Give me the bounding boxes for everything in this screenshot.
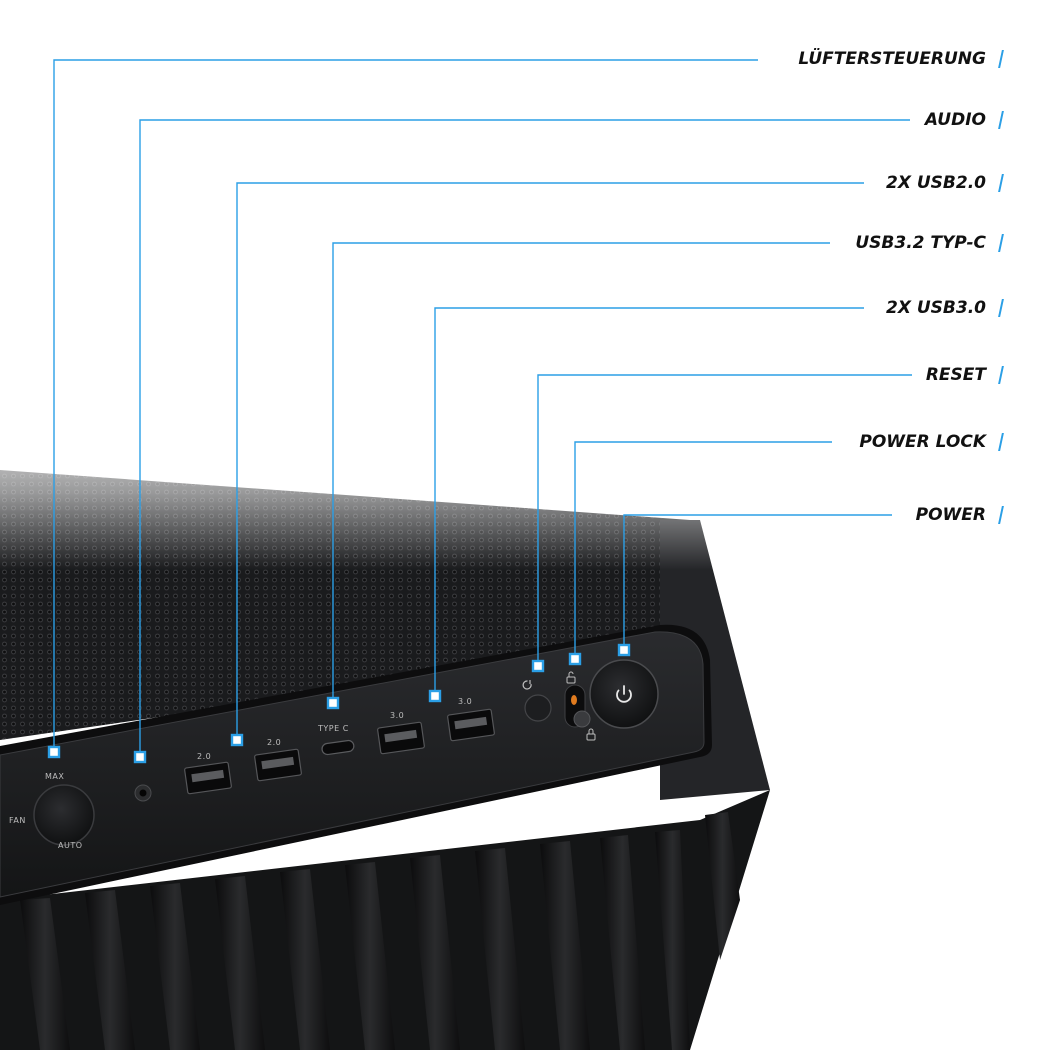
- callout-audio: AUDIO: [925, 108, 1002, 132]
- callout-usb3: 2X USB3.0: [886, 296, 1002, 320]
- fan-auto-label: AUTO: [58, 841, 83, 850]
- reset-icon: [522, 680, 532, 690]
- power-icon: [616, 685, 632, 703]
- callout-fan-control: LÜFTERSTEUERUNG: [798, 47, 1002, 71]
- lock-icon: [586, 728, 596, 741]
- callout-reset: RESET: [926, 363, 1002, 387]
- unlock-icon: [566, 671, 576, 684]
- callout-markers: [47, 643, 631, 764]
- type-c-label: TYPE C: [318, 724, 349, 733]
- fan-knob: [33, 784, 95, 846]
- cooling-fins: [20, 812, 740, 1050]
- fan-label: FAN: [9, 816, 26, 825]
- callout-lines: [53, 59, 912, 757]
- usb3-right-label: 3.0: [458, 697, 473, 706]
- callout-power-lock: POWER LOCK: [859, 430, 1002, 454]
- callout-usb-type-c: USB3.2 TYP-C: [855, 231, 1002, 255]
- usb2-left-label: 2.0: [197, 752, 212, 761]
- fan-max-label: MAX: [45, 772, 65, 781]
- usb2-right-label: 2.0: [267, 738, 282, 747]
- callout-power: POWER: [916, 503, 1002, 527]
- usb3-left-label: 3.0: [390, 711, 405, 720]
- callout-usb2: 2X USB2.0: [886, 171, 1002, 195]
